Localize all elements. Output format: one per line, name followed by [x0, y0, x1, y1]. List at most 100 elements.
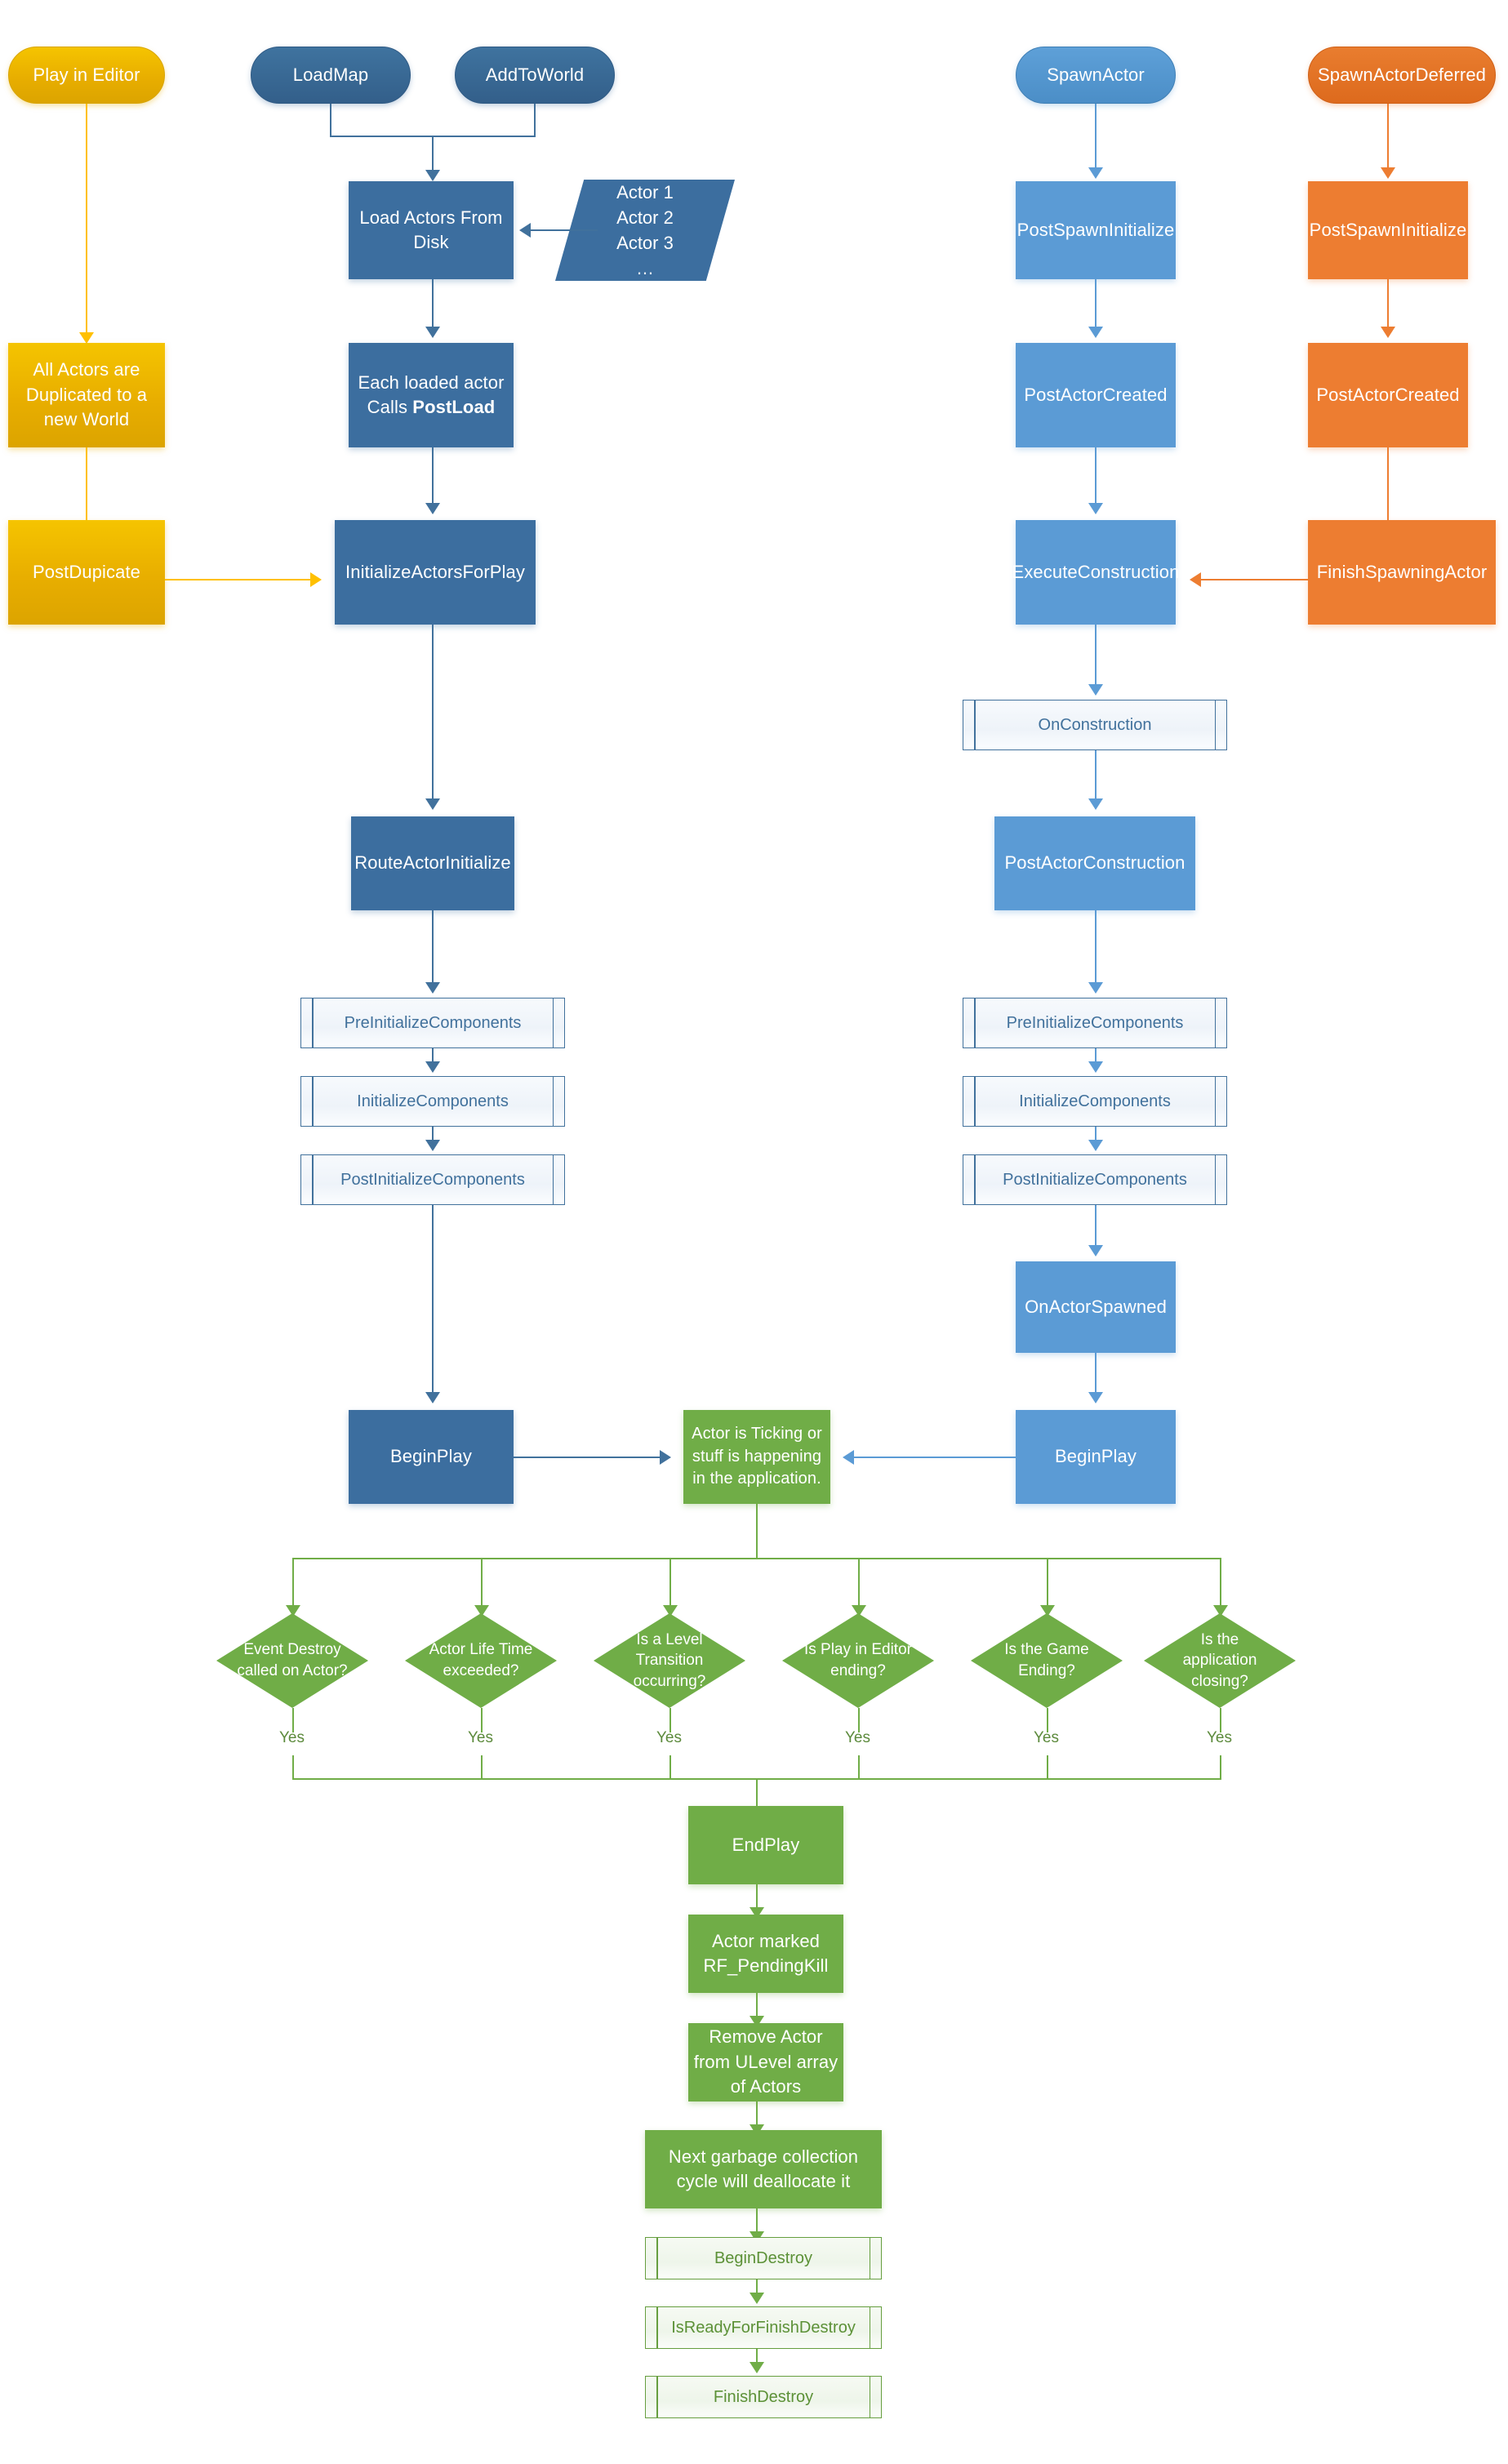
- edge-execute-to-onconstruction: [1095, 625, 1097, 686]
- node-post-actor-created-deferred-label: PostActorCreated: [1316, 384, 1460, 405]
- node-play-in-editor[interactable]: Play in Editor: [8, 47, 165, 104]
- edge-yes-stem-3b: [669, 1755, 671, 1780]
- node-on-construction[interactable]: OnConstruction: [963, 700, 1227, 750]
- node-spawn-actor[interactable]: SpawnActor: [1016, 47, 1176, 104]
- arrow-into-post-initialize-components-left: [425, 1140, 440, 1151]
- edge-route-to-preinit-left: [432, 910, 434, 985]
- node-post-actor-created-deferred[interactable]: PostActorCreated: [1308, 343, 1468, 447]
- arrow-into-each-loaded-actor: [425, 327, 440, 338]
- node-post-spawn-initialize-deferred[interactable]: PostSpawnInitialize: [1308, 181, 1468, 279]
- arrow-into-actor-life-time: [474, 1605, 489, 1617]
- node-post-actor-created-spawn[interactable]: PostActorCreated: [1016, 343, 1176, 447]
- edge-beginplay-right-to-ticking: [854, 1457, 1016, 1458]
- edge-label-yes-2: Yes: [468, 1729, 493, 1746]
- decision-level-transition[interactable]: Is a Level Transition occurring?: [594, 1613, 745, 1708]
- node-execute-construction[interactable]: ExecuteConstruction: [1012, 520, 1179, 625]
- node-post-spawn-initialize-spawn[interactable]: PostSpawnInitialize: [1016, 181, 1176, 279]
- edge-merge-to-load: [432, 136, 434, 172]
- node-each-loaded-actor[interactable]: Each loaded actor Calls PostLoad: [349, 343, 514, 447]
- arrow-into-begin-play-right: [1088, 1392, 1103, 1403]
- node-post-duplicate[interactable]: PostDupicate: [8, 520, 165, 625]
- decision-actor-life-time[interactable]: Actor Life Time exceeded?: [405, 1613, 557, 1708]
- edge-begindestroy-to-isready: [756, 2279, 758, 2296]
- arrow-into-execute-construction: [1088, 503, 1103, 514]
- node-on-actor-spawned[interactable]: OnActorSpawned: [1016, 1261, 1176, 1353]
- node-actor-marked-pendingkill[interactable]: Actor marked RF_PendingKill: [688, 1915, 843, 1993]
- node-post-duplicate-label: PostDupicate: [32, 561, 141, 582]
- decision-event-destroy-called-label: Event Destroy called on Actor?: [237, 1641, 348, 1679]
- node-pre-initialize-components-right[interactable]: PreInitializeComponents: [963, 998, 1227, 1048]
- node-finish-destroy[interactable]: FinishDestroy: [645, 2376, 882, 2418]
- node-actor-list-label: Actor 1 Actor 2 Actor 3 …: [616, 181, 674, 279]
- node-load-map[interactable]: LoadMap: [251, 47, 411, 104]
- arrow-into-post-actor-created-deferred: [1381, 327, 1395, 338]
- node-actor-marked-pendingkill-label: Actor marked RF_PendingKill: [703, 1930, 829, 1976]
- edge-onconstruction-to-pactorconstruction: [1095, 750, 1097, 801]
- arrow-into-load-actors-from-data: [519, 223, 531, 238]
- node-remove-actor-from-ulevel[interactable]: Remove Actor from ULevel array of Actors: [688, 2023, 843, 2102]
- decision-event-destroy-called[interactable]: Event Destroy called on Actor?: [216, 1613, 368, 1708]
- arrow-into-initialize-actors-for-play: [310, 572, 322, 587]
- node-next-gc-cycle-label: Next garbage collection cycle will deall…: [668, 2146, 859, 2191]
- node-pre-initialize-components-left[interactable]: PreInitializeComponents: [300, 998, 565, 1048]
- node-all-actors-duplicated[interactable]: All Actors are Duplicated to a new World: [8, 343, 165, 447]
- node-actor-is-ticking-label: Actor is Ticking or stuff is happening i…: [692, 1425, 822, 1488]
- arrow-into-initialize-actors-from-each: [425, 503, 440, 514]
- node-all-actors-duplicated-label: All Actors are Duplicated to a new World: [25, 359, 148, 430]
- edge-yes-stem-3: [669, 1708, 671, 1732]
- edge-pac-to-finishspawning: [1387, 447, 1389, 520]
- node-post-initialize-components-left[interactable]: PostInitializeComponents: [300, 1154, 565, 1205]
- arrow-into-is-ready-for-finish-destroy: [750, 2293, 764, 2304]
- node-finish-spawning-actor[interactable]: FinishSpawningActor: [1308, 520, 1496, 625]
- arrow-into-play-in-editor-ending: [852, 1605, 866, 1617]
- node-route-actor-initialize[interactable]: RouteActorInitialize: [351, 816, 514, 910]
- node-post-initialize-components-right[interactable]: PostInitializeComponents: [963, 1154, 1227, 1205]
- node-initialize-components-left[interactable]: InitializeComponents: [300, 1076, 565, 1127]
- node-pre-initialize-components-left-label: PreInitializeComponents: [344, 1013, 522, 1032]
- node-begin-destroy[interactable]: BeginDestroy: [645, 2237, 882, 2279]
- edge-addtoworld-down: [534, 104, 536, 136]
- node-begin-play-right[interactable]: BeginPlay: [1016, 1410, 1176, 1504]
- decision-application-closing[interactable]: Is the application closing?: [1144, 1613, 1296, 1708]
- arrow-into-application-closing: [1213, 1605, 1228, 1617]
- edge-each-to-initialize: [432, 447, 434, 505]
- node-post-spawn-initialize-deferred-label: PostSpawnInitialize: [1309, 219, 1467, 240]
- node-next-gc-cycle[interactable]: Next garbage collection cycle will deall…: [645, 2130, 882, 2208]
- edge-decision-fanout-bar: [292, 1558, 1220, 1559]
- node-load-actors-from-disk-label: Load Actors From Disk: [359, 207, 503, 252]
- edge-remove-to-gc: [756, 2102, 758, 2128]
- node-is-ready-for-finish-destroy[interactable]: IsReadyForFinishDestroy: [645, 2306, 882, 2349]
- node-add-to-world[interactable]: AddToWorld: [455, 47, 615, 104]
- node-initialize-actors-for-play[interactable]: InitializeActorsForPlay: [335, 520, 536, 625]
- edge-yes-stem-1b: [292, 1755, 294, 1780]
- arrow-into-event-destroy-called: [286, 1605, 300, 1617]
- decision-play-in-editor-ending[interactable]: Is Play in Editor ending?: [782, 1613, 934, 1708]
- node-post-actor-created-spawn-label: PostActorCreated: [1024, 384, 1168, 405]
- edge-label-yes-4: Yes: [845, 1729, 870, 1746]
- arrow-into-pre-initialize-components-left: [425, 982, 440, 994]
- node-post-initialize-components-left-label: PostInitializeComponents: [340, 1170, 525, 1189]
- edge-endplay-to-pendingkill: [756, 1884, 758, 1910]
- edge-label-yes-1: Yes: [279, 1729, 305, 1746]
- node-begin-play-left[interactable]: BeginPlay: [349, 1410, 514, 1504]
- arrow-into-initialize-components-left: [425, 1061, 440, 1073]
- node-load-actors-from-disk[interactable]: Load Actors From Disk: [349, 181, 514, 279]
- decision-game-ending[interactable]: Is the Game Ending?: [971, 1613, 1123, 1708]
- node-spawn-actor-deferred[interactable]: SpawnActorDeferred: [1308, 47, 1496, 104]
- arrow-into-ticking-from-left: [660, 1450, 671, 1465]
- node-on-actor-spawned-label: OnActorSpawned: [1025, 1296, 1167, 1317]
- node-end-play[interactable]: EndPlay: [688, 1806, 843, 1884]
- edge-gc-to-begindestroy: [756, 2208, 758, 2235]
- node-pre-initialize-components-right-label: PreInitializeComponents: [1006, 1013, 1184, 1032]
- edge-allactors-to-postduplicate: [86, 447, 87, 520]
- edge-init-to-postinit-left: [432, 1127, 434, 1143]
- edge-postinit-left-to-beginplay: [432, 1205, 434, 1394]
- node-post-actor-construction[interactable]: PostActorConstruction: [994, 816, 1195, 910]
- node-actor-is-ticking[interactable]: Actor is Ticking or stuff is happening i…: [683, 1410, 830, 1504]
- edge-stem-level-transition: [669, 1558, 671, 1609]
- node-initialize-actors-for-play-label: InitializeActorsForPlay: [345, 561, 525, 582]
- node-route-actor-initialize-label: RouteActorInitialize: [354, 852, 511, 874]
- edge-preinit-to-init-left: [432, 1048, 434, 1065]
- arrow-into-pre-initialize-components-right: [1088, 982, 1103, 994]
- node-initialize-components-right[interactable]: InitializeComponents: [963, 1076, 1227, 1127]
